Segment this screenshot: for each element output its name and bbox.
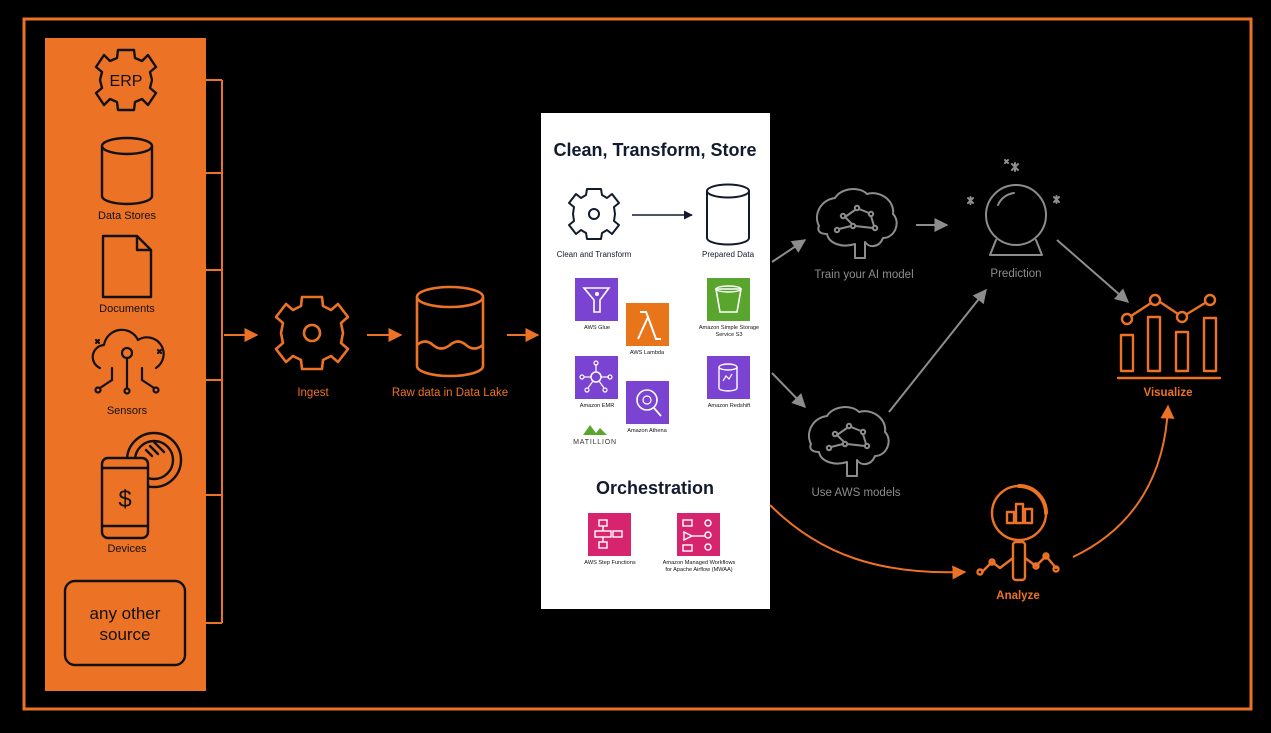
clean-transform-panel: Clean, Transform, Store Clean and Transf…: [541, 113, 770, 609]
sensors-label: Sensors: [107, 405, 148, 417]
ingest-label: Ingest: [297, 387, 329, 399]
prepared-data-label: Prepared Data: [702, 250, 755, 259]
other-source-box: [63, 579, 187, 667]
aws-glue-icon: [575, 278, 618, 321]
analyze-magnifier-icon: [976, 484, 1060, 582]
clean-transform-label: Clean and Transform: [557, 250, 632, 259]
amazon-s3-label-1: Amazon Simple Storage: [699, 325, 759, 331]
ingest-gear-icon: [274, 295, 350, 371]
documents-label: Documents: [99, 303, 155, 315]
currency-symbol: $: [118, 486, 131, 513]
prediction-label: Prediction: [990, 268, 1041, 280]
amazon-mwaa-label-1: Amazon Managed Workflows: [663, 560, 736, 566]
other-source-line2: source: [99, 625, 150, 644]
arrow-models-to-prediction: [888, 288, 987, 413]
document-icon: [101, 234, 153, 299]
arrow-to-train: [771, 239, 807, 263]
amazon-s3-label-2: Service S3: [715, 332, 742, 338]
amazon-emr-label: Amazon EMR: [580, 403, 615, 409]
arrow-to-analyze: [769, 504, 967, 580]
raw-data-label: Raw data in Data Lake: [392, 387, 508, 399]
aws-models-brain-icon: [808, 406, 890, 477]
amazon-athena-icon: [626, 381, 669, 424]
data-stores-label: Data Stores: [98, 210, 157, 222]
sources-panel: ERP Data Stores Documents Sensors: [45, 38, 206, 691]
sensor-cloud-icon: [91, 328, 165, 395]
other-source-line1: any other: [90, 604, 161, 623]
matillion-logo: [583, 425, 607, 435]
visualize-chart-icon: [1116, 293, 1222, 380]
data-lake-icon: [415, 285, 485, 378]
amazon-mwaa-label-2: for Apache Airflow (MWAA): [665, 567, 732, 573]
panel-title: Clean, Transform, Store: [553, 140, 756, 160]
amazon-emr-icon: [575, 356, 618, 399]
arrow-prediction-to-visualize: [1056, 239, 1130, 303]
arrow-to-use-models: [771, 372, 806, 409]
aws-lambda-label: AWS Lambda: [630, 350, 665, 356]
devices-label: Devices: [107, 543, 147, 555]
transform-gear-icon: [568, 188, 620, 240]
visualize-label: Visualize: [1143, 387, 1192, 399]
amazon-mwaa-icon: [677, 513, 720, 556]
amazon-athena-label: Amazon Athena: [627, 428, 667, 434]
erp-label: ERP: [110, 73, 143, 90]
aws-glue-label: AWS Glue: [584, 325, 610, 331]
prepared-data-icon: [706, 183, 750, 246]
train-brain-icon: [816, 188, 898, 259]
outer-frame: [22, 17, 1253, 711]
matillion-label: MATILLION: [573, 439, 617, 446]
aws-lambda-icon: [626, 303, 669, 346]
use-models-label: Use AWS models: [811, 487, 900, 499]
source-bracket: [206, 79, 223, 624]
amazon-redshift-label: Amazon Redshift: [708, 403, 751, 409]
analyze-label: Analyze: [996, 590, 1039, 602]
crystal-ball-icon: [967, 159, 1060, 256]
database-icon: [100, 136, 154, 206]
arrow-analyze-to-visualize: [1072, 404, 1175, 558]
amazon-s3-icon: [707, 278, 750, 321]
erp-gear-icon: [94, 48, 158, 112]
train-label: Train your AI model: [814, 269, 913, 281]
aws-step-functions-icon: [588, 513, 631, 556]
phone-payment-icon: [100, 431, 183, 540]
aws-step-functions-label: AWS Step Functions: [584, 560, 636, 566]
amazon-redshift-icon: [707, 356, 750, 399]
orchestration-title: Orchestration: [596, 478, 714, 498]
